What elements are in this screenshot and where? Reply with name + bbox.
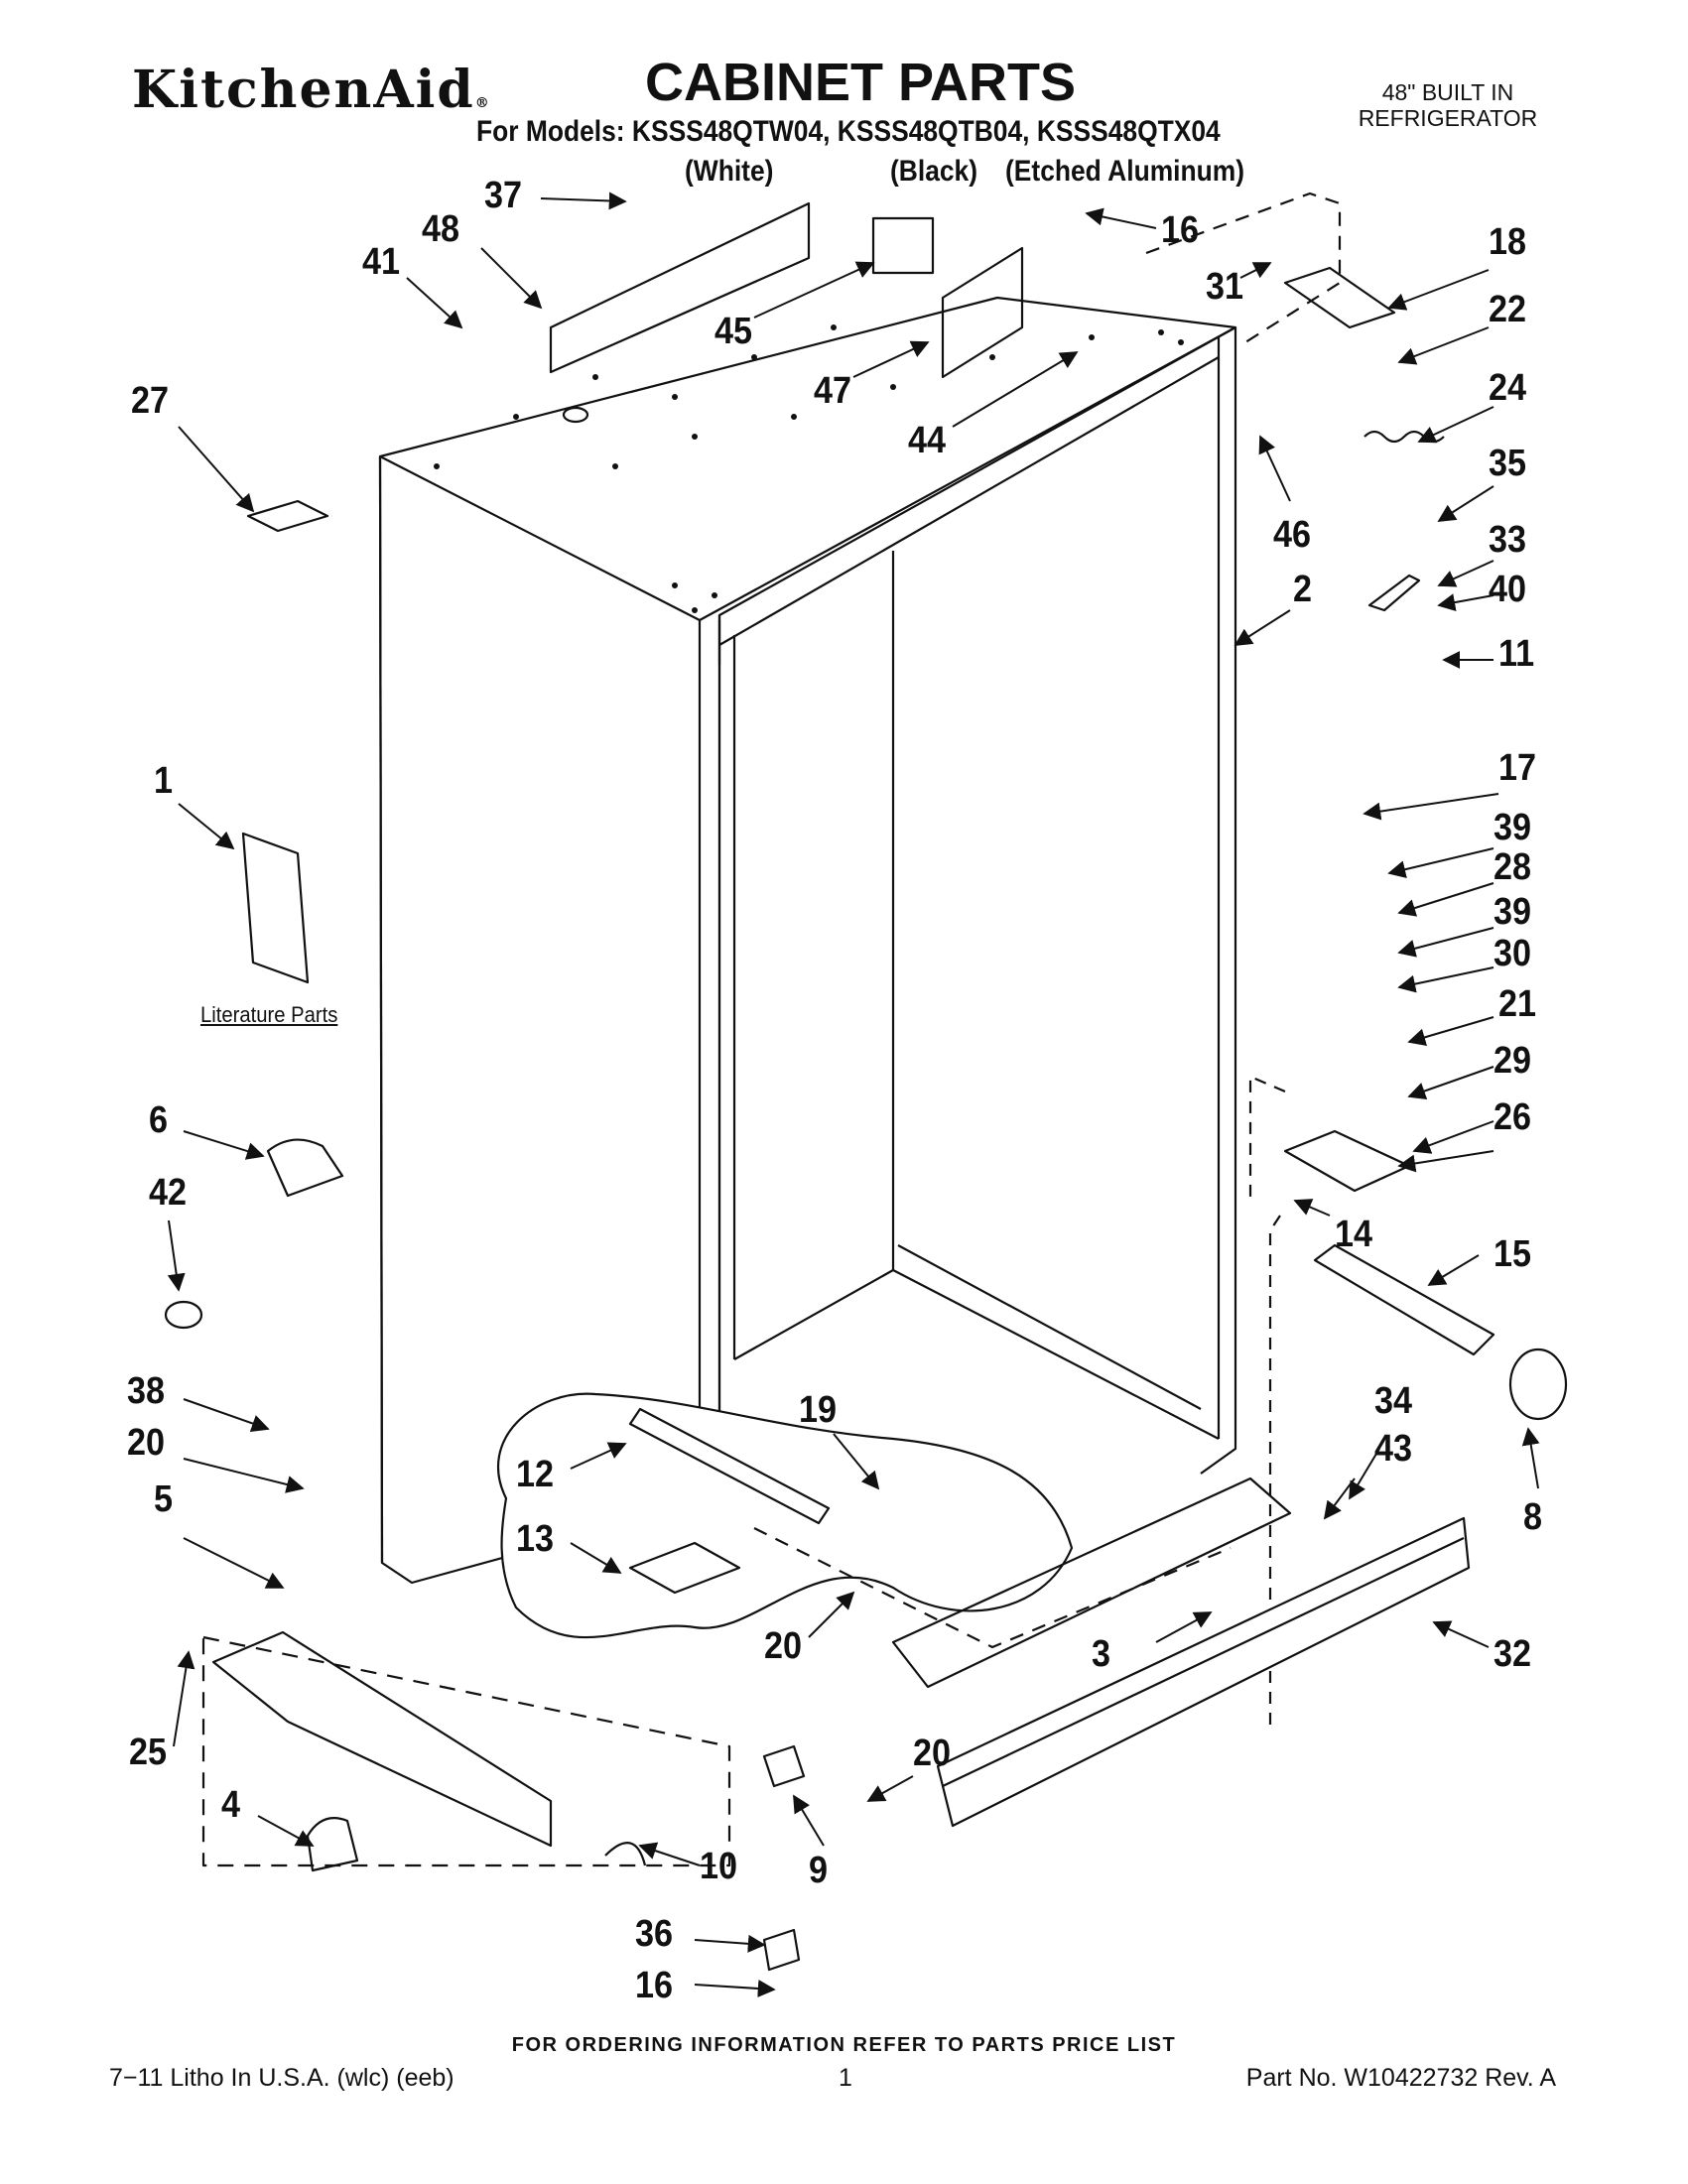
models-line: For Models: KSSS48QTW04, KSSS48QTB04, KS…: [476, 115, 1221, 148]
callout-10: 10: [700, 1846, 738, 1887]
top-holes: [434, 324, 1184, 613]
clamp-6-shape: [266, 1138, 344, 1198]
variant-black: (Black): [890, 155, 978, 188]
callout-40: 40: [1489, 569, 1527, 610]
callout-4: 4: [221, 1784, 241, 1826]
bracket-33-shape: [1367, 574, 1421, 612]
filter-cap-8-shape: [1508, 1348, 1568, 1421]
callout-17: 17: [1498, 747, 1537, 789]
callout-8: 8: [1523, 1496, 1543, 1538]
callout-19: 19: [799, 1389, 838, 1431]
page-number: 1: [839, 2064, 852, 2092]
callout-1: 1: [154, 760, 174, 802]
bracket-36-shape: [762, 1928, 801, 1972]
callout-38: 38: [127, 1370, 166, 1412]
callout-14: 14: [1335, 1214, 1373, 1255]
front-rail-shape: [211, 1630, 553, 1848]
callout-42: 42: [149, 1172, 188, 1214]
callout-36: 36: [635, 1913, 674, 1955]
hinge-29-shape: [1283, 1129, 1411, 1193]
product-line-2: REFRIGERATOR: [1358, 105, 1538, 131]
callout-25: 25: [129, 1732, 168, 1773]
callout-33: 33: [1489, 519, 1527, 561]
callout-26: 26: [1493, 1096, 1532, 1138]
callout-24: 24: [1489, 367, 1527, 409]
callout-20-bottom: 20: [913, 1733, 952, 1774]
litho-line: 7−11 Litho In U.S.A. (wlc) (eeb): [109, 2064, 454, 2092]
product-line-1: 48" BUILT IN: [1381, 79, 1514, 105]
callout-20-left: 20: [127, 1422, 166, 1464]
grille-shape: [891, 1477, 1292, 1689]
callout-35: 35: [1489, 443, 1527, 484]
leader-lines: [167, 192, 1540, 1997]
cutaway-blob: [496, 1392, 1074, 1639]
callout-37: 37: [484, 175, 523, 216]
part-number: Part No. W10422732 Rev. A: [1245, 2064, 1556, 2092]
callout-6: 6: [149, 1099, 169, 1141]
callout-5: 5: [154, 1478, 174, 1520]
bracket-45-shape: [871, 216, 935, 275]
callout-41: 41: [362, 241, 401, 283]
callout-13: 13: [516, 1518, 555, 1560]
callout-9: 9: [809, 1850, 829, 1891]
callout-11: 11: [1498, 633, 1535, 675]
callout-12: 12: [516, 1454, 555, 1495]
bracket-47-shape: [941, 246, 1024, 379]
page-title: CABINET PARTS: [645, 53, 1077, 112]
tray-dashed: [201, 1635, 731, 1867]
variant-white: (White): [685, 155, 774, 188]
hinge-18-shape: [1283, 266, 1396, 329]
filter-15-shape: [1313, 1243, 1495, 1356]
callout-47: 47: [814, 370, 852, 412]
callout-16-bottom: 16: [635, 1965, 674, 2006]
callout-27: 27: [131, 380, 170, 422]
callout-32: 32: [1493, 1633, 1532, 1675]
top-strip: [549, 201, 811, 374]
callout-2: 2: [1293, 569, 1313, 610]
callout-44: 44: [908, 420, 947, 461]
callout-39-b: 39: [1493, 891, 1532, 933]
grommet-42-shape: [164, 1300, 203, 1330]
ordering-note: FOR ORDERING INFORMATION REFER TO PARTS …: [511, 2034, 1177, 2056]
callout-45: 45: [714, 311, 753, 352]
clip-10-shape: [604, 1842, 647, 1866]
bracket-9-shape: [762, 1744, 806, 1788]
literature-parts-label: Literature Parts: [200, 1002, 338, 1027]
brand-logo: KitchenAid®: [132, 60, 491, 120]
callout-43: 43: [1374, 1428, 1413, 1470]
callout-20-center: 20: [764, 1625, 803, 1667]
product-type: 48" BUILT IN REFRIGERATOR: [1339, 79, 1557, 131]
callout-16-top: 16: [1161, 209, 1200, 251]
callout-39-a: 39: [1493, 807, 1532, 848]
callout-30: 30: [1493, 933, 1532, 974]
callout-46: 46: [1273, 514, 1312, 556]
clamp-4-shape: [306, 1817, 359, 1872]
kickplate-32-shape: [936, 1516, 1471, 1828]
callout-31: 31: [1206, 266, 1244, 308]
callout-3: 3: [1092, 1633, 1111, 1675]
part-27-shape: [246, 499, 329, 533]
callout-28: 28: [1493, 846, 1532, 888]
variant-aluminum: (Etched Aluminum): [1005, 155, 1245, 188]
callout-34: 34: [1374, 1380, 1413, 1422]
literature-booklet: [241, 832, 310, 984]
callout-15: 15: [1493, 1233, 1532, 1275]
callout-29: 29: [1493, 1040, 1532, 1082]
callout-21: 21: [1498, 983, 1537, 1025]
callout-22: 22: [1489, 289, 1527, 330]
rail-12-shape: [628, 1407, 831, 1525]
callout-18: 18: [1489, 221, 1527, 263]
callout-48: 48: [422, 208, 460, 250]
part-13-shape: [628, 1541, 741, 1595]
